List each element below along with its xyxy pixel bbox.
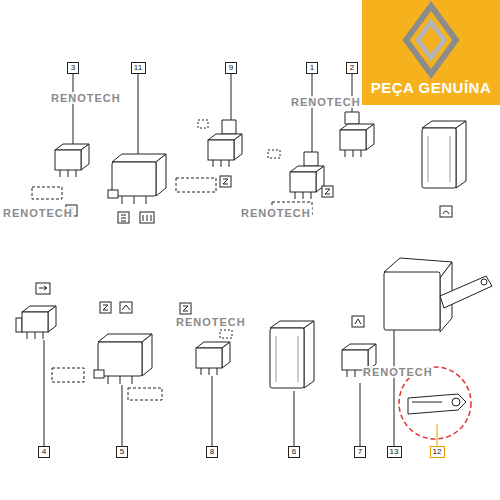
watermark: RENOTECH <box>2 207 74 219</box>
callout-box: 8 <box>206 446 218 458</box>
callout-box: 2 <box>346 62 358 74</box>
callout-number: 12 <box>433 447 442 457</box>
callout-number: 7 <box>357 447 363 457</box>
callout-box: 6 <box>288 446 300 458</box>
callout-box: 13 <box>387 446 402 458</box>
watermark: RENOTECH <box>290 96 362 108</box>
callout-box: 3 <box>67 62 79 74</box>
watermark: RENOTECH <box>240 207 312 219</box>
watermark: RENOTECH <box>50 92 122 104</box>
logo-outer <box>406 6 456 74</box>
callout-box: 11 <box>131 62 146 74</box>
callout-number: 8 <box>209 447 215 457</box>
callout-box: 9 <box>225 62 237 74</box>
callout-number: 5 <box>119 447 125 457</box>
callout-box: 7 <box>354 446 366 458</box>
watermark: RENOTECH <box>362 366 434 378</box>
renault-logo <box>362 0 500 80</box>
genuine-part-banner: PEÇA GENUÍNA <box>362 0 500 105</box>
callout-number: 13 <box>390 447 399 457</box>
callout-box: 4 <box>38 446 50 458</box>
watermark: RENOTECH <box>175 316 247 328</box>
callout-box: 12 <box>430 446 445 458</box>
logo-inner <box>418 22 444 58</box>
callout-box: 1 <box>306 62 318 74</box>
callout-box: 5 <box>116 446 128 458</box>
callout-number: 2 <box>349 63 355 73</box>
callout-number: 3 <box>70 63 76 73</box>
callout-number: 4 <box>41 447 47 457</box>
callout-number: 11 <box>134 63 143 73</box>
banner-text: PEÇA GENUÍNA <box>362 79 500 96</box>
callout-number: 6 <box>291 447 297 457</box>
callout-number: 9 <box>228 63 234 73</box>
callout-number: 1 <box>309 63 315 73</box>
